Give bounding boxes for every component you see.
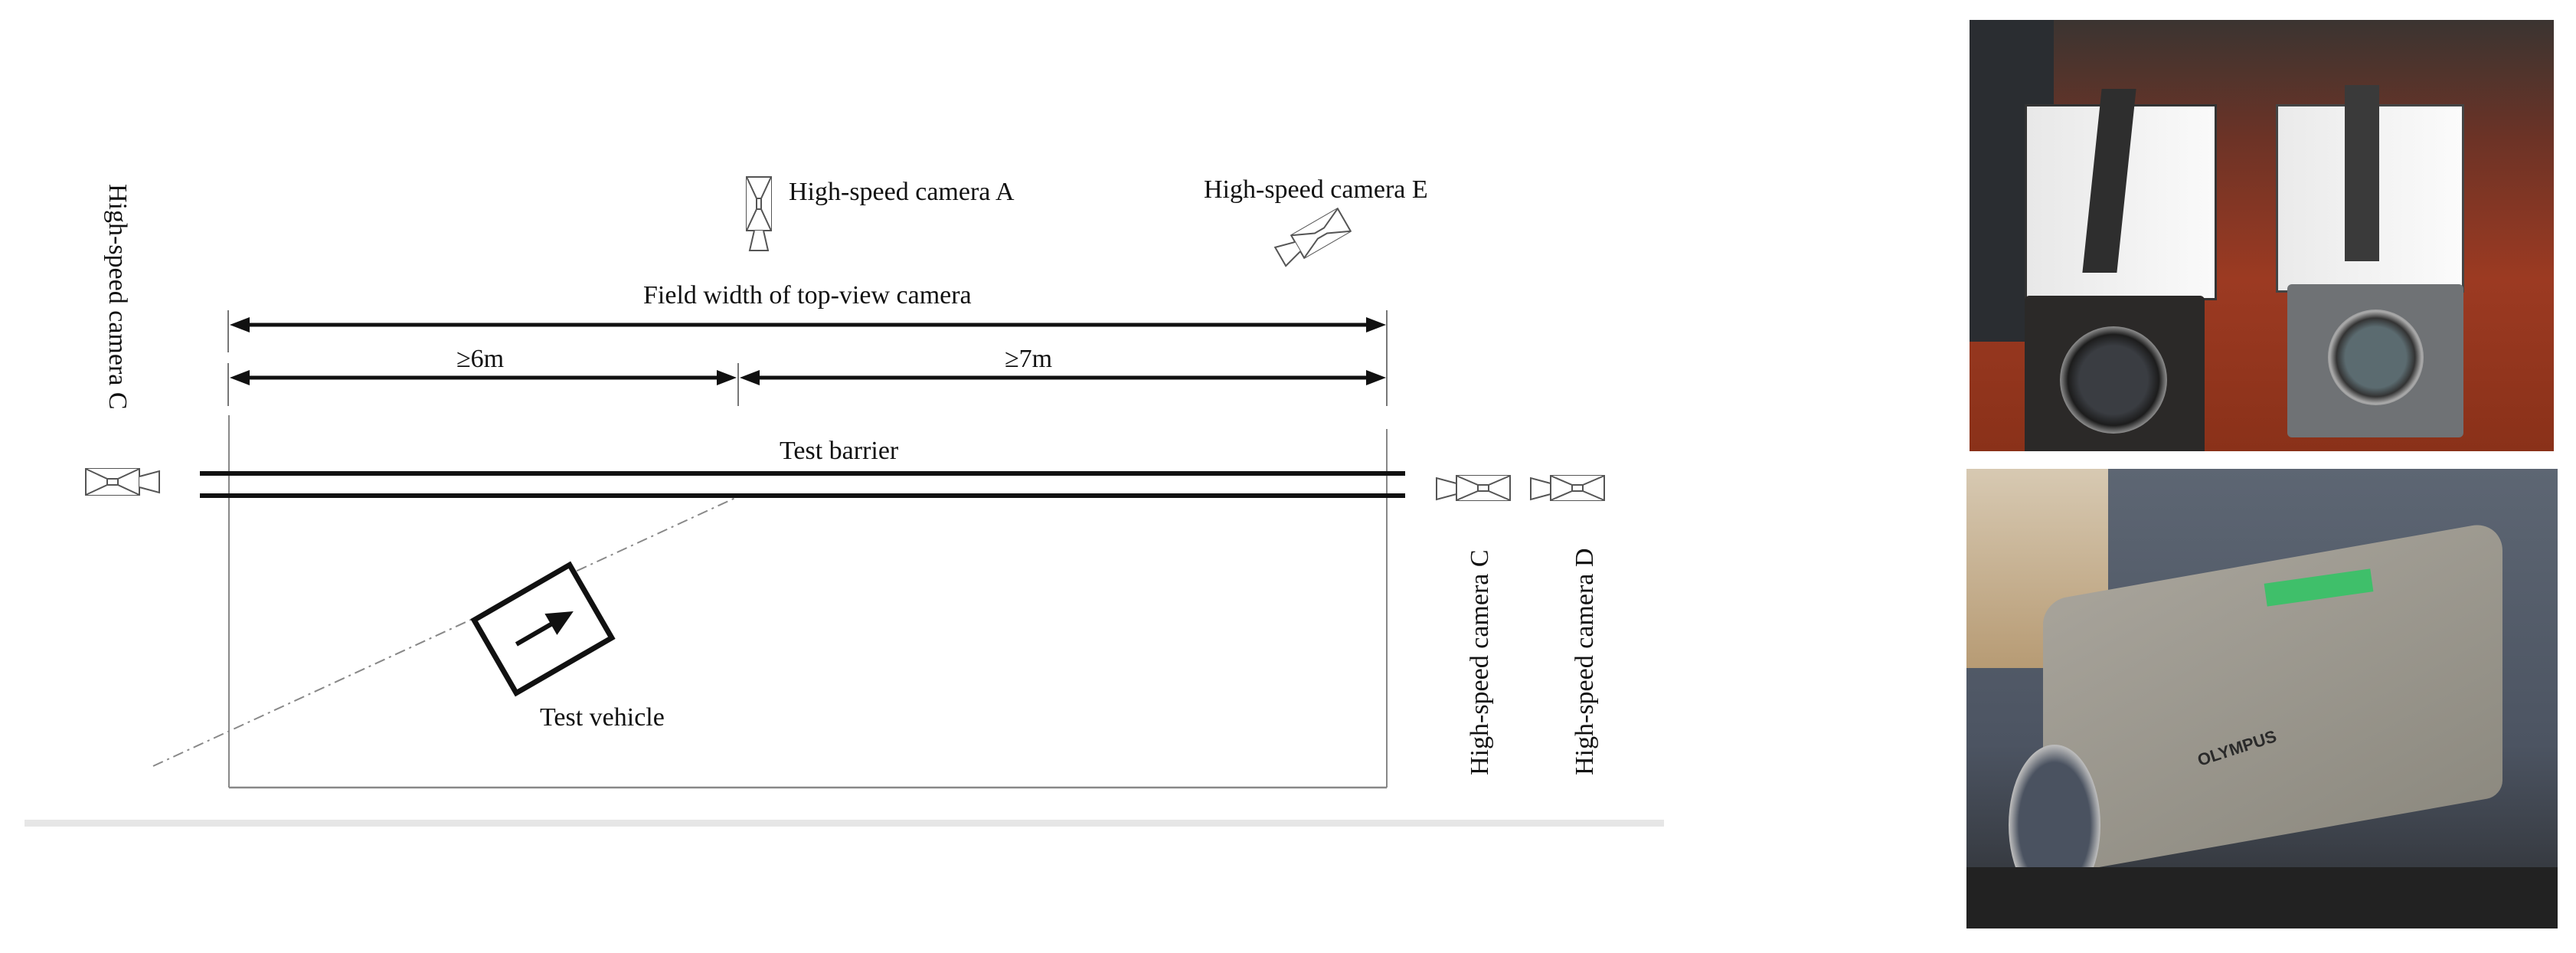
camera-d-label: High-speed camera D — [1571, 548, 1599, 775]
dimension-ticks — [227, 310, 1388, 406]
vehicle-trajectory-line — [152, 497, 736, 767]
handle-2 — [2345, 85, 2379, 261]
vehicle-label: Test vehicle — [540, 703, 665, 732]
foam-case — [1966, 867, 2558, 928]
camera-e-icon — [1273, 207, 1352, 267]
camera-c-right-label: High-speed camera C — [1466, 549, 1494, 775]
test-area-outline — [228, 415, 1388, 789]
camera-c-right-icon — [1436, 475, 1511, 501]
photo-olympus-camera: OLYMPUS — [1966, 469, 2558, 928]
field-width-arrow — [230, 317, 1386, 332]
camera-2-lens — [2328, 309, 2424, 405]
camera-c-left-icon — [85, 468, 160, 496]
camera-c-left-label: High-speed camera C — [103, 184, 132, 410]
camera-a-icon — [746, 176, 772, 251]
dim-7m-arrow — [740, 370, 1386, 385]
dim-6m-label: ≥6m — [456, 345, 505, 373]
test-vehicle-icon — [470, 561, 616, 697]
test-barrier — [200, 471, 1405, 498]
camera-d-icon — [1530, 475, 1605, 501]
bottom-rule — [25, 820, 1664, 827]
camera-a-label: High-speed camera A — [789, 178, 1015, 206]
barrier-label: Test barrier — [780, 437, 899, 465]
test-layout-diagram — [25, 176, 1664, 827]
dim-6m-arrow — [230, 370, 737, 385]
camera-1-lens — [2060, 326, 2167, 434]
dim-7m-label: ≥7m — [1005, 345, 1053, 373]
field-width-label: Field width of top-view camera — [643, 281, 972, 309]
camera-e-label: High-speed camera E — [1204, 175, 1428, 204]
camera-body — [2043, 520, 2502, 877]
photo-two-cameras — [1970, 20, 2554, 451]
